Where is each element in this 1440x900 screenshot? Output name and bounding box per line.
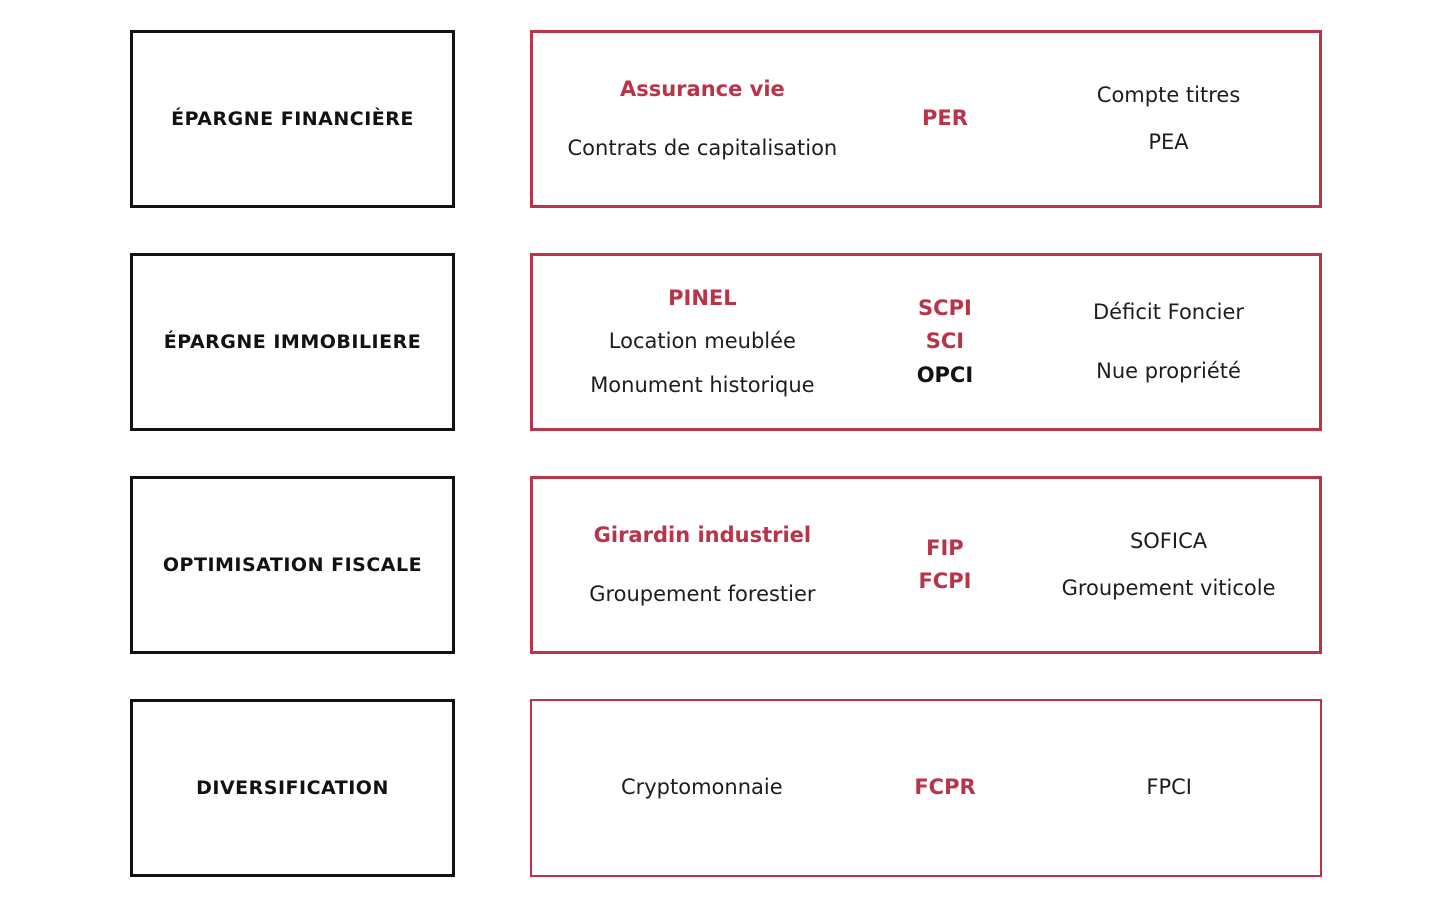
category-label: ÉPARGNE FINANCIÈRE: [171, 107, 414, 130]
product-fpci: FPCI: [1146, 775, 1192, 800]
row-epargne-financiere: ÉPARGNE FINANCIÈRE Assurance vie Contrat…: [130, 30, 1322, 208]
product-groupement-viticole: Groupement viticole: [1061, 576, 1276, 600]
product-monument-historique: Monument historique: [590, 372, 815, 397]
product-assurance-vie: Assurance vie: [619, 76, 785, 101]
category-label: DIVERSIFICATION: [196, 776, 389, 799]
category-label: OPTIMISATION FISCALE: [162, 553, 423, 576]
product-contrats-de-capitalisation: Contrats de capitalisation: [567, 136, 838, 160]
row-epargne-immobiliere: ÉPARGNE IMMOBILIERE PINEL Location meubl…: [130, 253, 1322, 431]
product-pinel: PINEL: [668, 286, 737, 311]
product-opci: OPCI: [916, 362, 974, 387]
product-deficit-foncier: Déficit Foncier: [1093, 299, 1245, 324]
products-box-epargne-immobiliere: PINEL Location meublée Monument historiq…: [530, 253, 1322, 431]
category-box-epargne-immobiliere: ÉPARGNE IMMOBILIERE: [130, 253, 455, 431]
product-location-meublee: Location meublée: [608, 329, 796, 354]
products-column-left: Assurance vie Contrats de capitalisation: [547, 76, 858, 163]
products-column-right: Compte titres PEA: [1032, 82, 1305, 157]
product-fcpr: FCPR: [914, 775, 976, 800]
product-pea: PEA: [1148, 130, 1189, 154]
product-per: PER: [921, 106, 968, 131]
products-column-left: Cryptomonnaie: [546, 774, 858, 801]
products-column-middle: FCPR: [858, 774, 1033, 801]
product-fip: FIP: [926, 535, 964, 560]
products-box-diversification: Cryptomonnaie FCPR FPCI: [530, 699, 1322, 877]
product-sci: SCI: [925, 329, 965, 354]
products-column-middle: FIP FCPI: [858, 535, 1032, 596]
product-compte-titres: Compte titres: [1096, 82, 1241, 107]
category-box-epargne-financiere: ÉPARGNE FINANCIÈRE: [130, 30, 455, 208]
product-sofica: SOFICA: [1129, 528, 1208, 553]
product-scpi: SCPI: [918, 296, 972, 321]
products-column-right: SOFICA Groupement viticole: [1032, 528, 1305, 603]
category-label: ÉPARGNE IMMOBILIERE: [163, 330, 422, 353]
products-column-right: Déficit Foncier Nue propriété: [1032, 299, 1305, 386]
product-girardin-industriel: Girardin industriel: [593, 522, 812, 547]
products-column-middle: SCPI SCI OPCI: [858, 295, 1032, 389]
product-cryptomonnaie: Cryptomonnaie: [620, 775, 783, 800]
category-box-optimisation-fiscale: OPTIMISATION FISCALE: [130, 476, 455, 654]
category-box-diversification: DIVERSIFICATION: [130, 699, 455, 877]
product-fcpi: FCPI: [918, 569, 972, 593]
products-column-left: PINEL Location meublée Monument historiq…: [547, 285, 858, 399]
products-box-epargne-financiere: Assurance vie Contrats de capitalisation…: [530, 30, 1322, 208]
row-diversification: DIVERSIFICATION Cryptomonnaie FCPR FPCI: [130, 699, 1322, 877]
row-optimisation-fiscale: OPTIMISATION FISCALE Girardin industriel…: [130, 476, 1322, 654]
products-column-left: Girardin industriel Groupement forestier: [547, 522, 858, 609]
products-column-middle: PER: [858, 105, 1032, 132]
product-groupement-forestier: Groupement forestier: [589, 582, 816, 606]
product-nue-propriete: Nue propriété: [1096, 359, 1241, 383]
products-column-right: FPCI: [1032, 774, 1306, 801]
products-box-optimisation-fiscale: Girardin industriel Groupement forestier…: [530, 476, 1322, 654]
